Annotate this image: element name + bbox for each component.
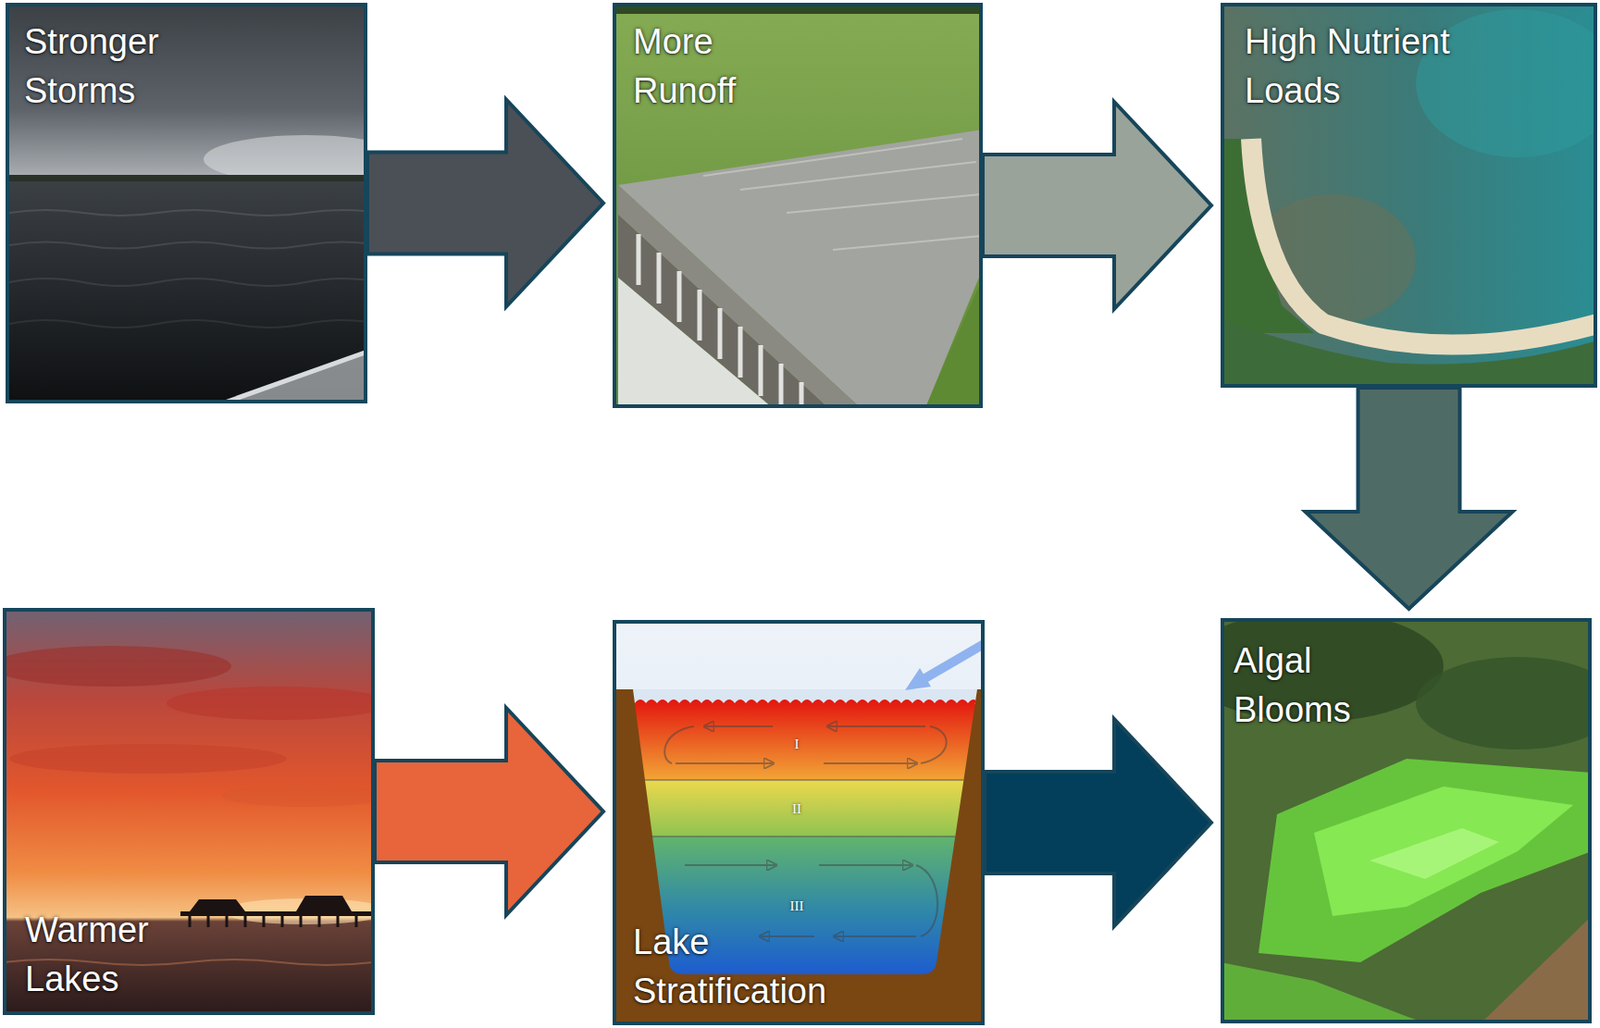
sunset-photo <box>2 607 375 1016</box>
photo-panel: More Runoff <box>612 2 983 409</box>
flow-curve <box>664 726 695 764</box>
sunlight-arrowhead <box>905 668 931 691</box>
panel-title: Algal Blooms <box>1233 636 1401 735</box>
pier-hut <box>189 899 246 912</box>
flow-arrow <box>818 864 912 867</box>
trees-bottom <box>1220 319 1598 388</box>
layer-label: I <box>794 737 800 752</box>
flow-arrow <box>823 762 917 765</box>
panel-caption: Stronger Storms <box>24 17 247 116</box>
pier-posts <box>189 916 357 928</box>
boat-rail <box>222 351 368 404</box>
layer-label-wrap: II <box>792 802 802 817</box>
photo-panel: Stronger Storms <box>5 2 368 404</box>
photo-panel: Algal Blooms <box>1220 618 1592 1024</box>
photo-panel: Warmer Lakes <box>2 607 375 1016</box>
photo-panel: High Nutrient Loads <box>1220 2 1598 388</box>
boat-rail-edge <box>222 351 368 404</box>
bloom-bright <box>1314 786 1574 917</box>
cloud <box>222 784 375 807</box>
panel-title: Lake Stratification <box>632 917 874 1017</box>
water-ripples <box>703 138 981 250</box>
grass-corner <box>925 277 983 409</box>
panel-title: More Runoff <box>632 17 809 116</box>
sunlight-arrow <box>923 640 985 680</box>
block-arrow <box>374 707 604 916</box>
flow-arrow <box>760 935 815 938</box>
layer-label: II <box>792 802 802 817</box>
water-sheet <box>618 129 983 409</box>
runoff-photo <box>612 2 983 409</box>
flow-arrow <box>675 762 773 765</box>
grass <box>612 2 983 409</box>
pier-deck <box>180 911 375 917</box>
pier-hut <box>296 895 352 912</box>
cloud <box>166 686 375 720</box>
wave <box>9 278 368 286</box>
metalimnion <box>612 780 985 837</box>
shade <box>1415 657 1592 750</box>
bloom-highlight <box>1369 828 1500 880</box>
curb-face <box>618 214 829 409</box>
layer-label-wrap: III <box>790 899 805 914</box>
cloud <box>9 744 287 774</box>
block-arrow <box>984 719 1212 927</box>
wave <box>9 210 368 216</box>
bloom <box>1220 962 1426 1024</box>
panel-caption: High Nutrient Loads <box>1244 17 1504 116</box>
flow-arrow <box>828 725 926 728</box>
muddy-bank <box>1480 916 1592 1024</box>
sand-beach <box>1251 138 1598 346</box>
panel-title: Warmer Lakes <box>24 905 211 1005</box>
layer-label-wrap: I <box>794 737 800 752</box>
panel-caption: Lake Stratification <box>632 917 874 1017</box>
photo-panel: Lake Stratification <box>612 620 985 1026</box>
curb-top <box>618 185 861 409</box>
flow-curve <box>916 865 938 937</box>
block-arrow <box>1305 387 1514 609</box>
circulation-arrows <box>664 726 946 937</box>
nutrient-photo <box>1220 2 1598 388</box>
foam <box>618 277 773 409</box>
block-arrow <box>982 101 1212 310</box>
panel-caption: Warmer Lakes <box>24 905 211 1005</box>
layer-label: III <box>790 899 805 914</box>
algae-photo <box>1220 618 1592 1024</box>
storm-photo <box>5 2 368 404</box>
dark-water <box>5 181 368 404</box>
epilimnion <box>612 699 985 781</box>
panel-title: High Nutrient Loads <box>1244 17 1504 116</box>
stratification-figure <box>612 620 985 1026</box>
flow-curve <box>920 726 947 764</box>
wave <box>9 242 368 249</box>
hypolimnion <box>612 836 985 985</box>
treeline <box>5 174 368 182</box>
panel-caption: More Runoff <box>632 17 809 116</box>
flow-arrow <box>705 725 773 728</box>
cloud <box>2 645 232 687</box>
flow-arrow <box>834 935 917 938</box>
bloom <box>1258 758 1592 963</box>
block-arrow <box>367 99 604 308</box>
flow-arrow <box>684 864 776 867</box>
panel-caption: Algal Blooms <box>1233 636 1401 735</box>
layer-boundaries <box>612 780 985 837</box>
waterfall-streaks <box>638 234 802 409</box>
wave <box>9 320 368 328</box>
panel-title: Stronger Storms <box>24 17 247 116</box>
